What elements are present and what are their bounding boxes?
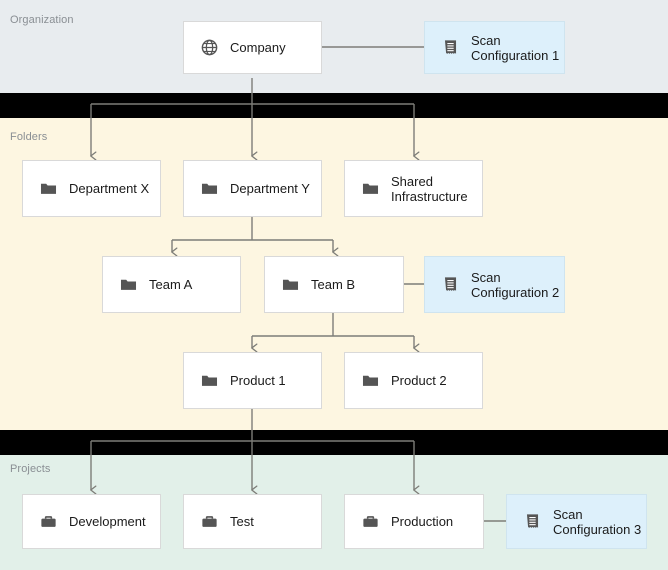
node-shared-infrastructure[interactable]: Shared Infrastructure (344, 160, 483, 217)
scan-configuration-icon (444, 40, 457, 54)
scan-configuration-icon (526, 514, 539, 528)
node-scan-configuration-1-label: Scan Configuration 1 (471, 32, 560, 63)
folder-icon (282, 279, 299, 290)
node-scan-configuration-3[interactable]: Scan Configuration 3 (506, 494, 647, 549)
divider-band-organization-folders (0, 93, 668, 118)
node-company-label: Company (230, 40, 286, 55)
organization-section-label: Organization (10, 14, 74, 26)
node-product-1[interactable]: Product 1 (183, 352, 322, 409)
briefcase-icon (363, 516, 378, 527)
node-department-y-label: Department Y (230, 181, 310, 196)
node-team-b-label: Team B (311, 277, 356, 292)
node-company[interactable]: Company (183, 21, 322, 74)
node-test[interactable]: Test (183, 494, 322, 549)
node-production-label: Production (391, 514, 454, 529)
node-team-b[interactable]: Team B (264, 256, 404, 313)
node-test-label: Test (230, 514, 254, 529)
node-scan-configuration-3-label: Scan Configuration 3 (553, 506, 642, 537)
node-department-x[interactable]: Department X (22, 160, 161, 217)
projects-section-label: Projects (10, 463, 51, 475)
node-scan-configuration-2-label: Scan Configuration 2 (471, 269, 560, 300)
briefcase-icon (202, 516, 217, 527)
node-department-y[interactable]: Department Y (183, 160, 322, 217)
folder-icon (201, 183, 218, 194)
node-product-2-label: Product 2 (391, 373, 447, 388)
node-team-a-label: Team A (149, 277, 193, 292)
node-product-2[interactable]: Product 2 (344, 352, 483, 409)
node-team-a[interactable]: Team A (102, 256, 241, 313)
globe-icon (201, 39, 218, 56)
node-production[interactable]: Production (344, 494, 484, 549)
node-shared-infrastructure-label: Shared Infrastructure (391, 173, 468, 204)
folder-icon (362, 183, 379, 194)
node-scan-configuration-2[interactable]: Scan Configuration 2 (424, 256, 565, 313)
node-product-1-label: Product 1 (230, 373, 286, 388)
folder-icon (40, 183, 57, 194)
node-department-x-label: Department X (69, 181, 150, 196)
divider-band-folders-projects (0, 430, 668, 455)
node-development[interactable]: Development (22, 494, 161, 549)
node-development-label: Development (69, 514, 146, 529)
node-scan-configuration-1[interactable]: Scan Configuration 1 (424, 21, 565, 74)
folder-icon (362, 375, 379, 386)
folder-icon (120, 279, 137, 290)
folder-icon (201, 375, 218, 386)
scan-configuration-icon (444, 277, 457, 291)
folders-section-label: Folders (10, 131, 48, 143)
briefcase-icon (41, 516, 56, 527)
